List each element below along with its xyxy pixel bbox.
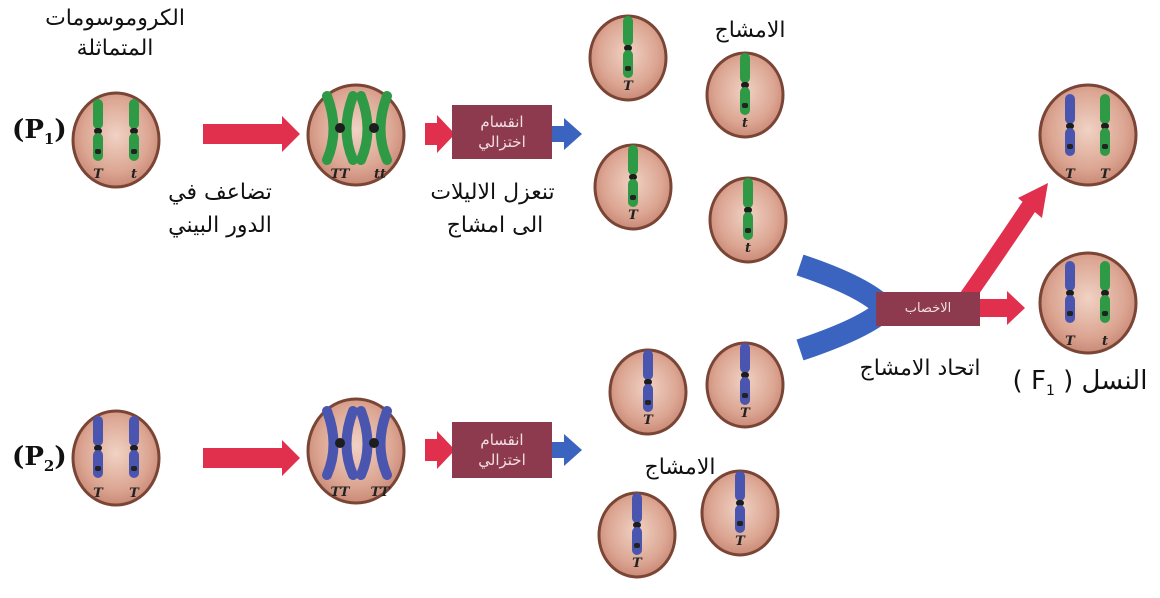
p2-duplicated-chromosome-1 — [322, 406, 358, 480]
p2-chromosome-1 — [93, 416, 103, 478]
meiosis-arrow-bottom-out — [550, 434, 582, 466]
offspring-word: النسل — [1081, 366, 1148, 396]
gamete-merge-arrow-bottom — [796, 303, 889, 361]
p1-sub: 1 — [43, 130, 55, 149]
fertilization-arrow-offspring-2 — [975, 291, 1025, 325]
duplication-arrow-top — [203, 116, 300, 152]
meiosis-box-bottom-line1: انقسام — [480, 431, 524, 449]
meiosis-box-bottom-line2: اختزالي — [478, 451, 526, 469]
fertilization-box-label: الاخصاب — [904, 301, 952, 316]
offspring-1-chromosome-2 — [1100, 94, 1110, 156]
gamete-p2-allele-4: T — [632, 556, 643, 571]
meiosis-box-top-line2: اختزالي — [478, 133, 526, 151]
gamete-p1-allele-4: t — [745, 241, 751, 256]
p1-letter: P — [24, 115, 44, 145]
gamete-p2-cell-3: T — [700, 469, 780, 557]
offspring-2-chromosome-2 — [1100, 261, 1110, 323]
p1-chromosome-1 — [93, 99, 103, 161]
gamete-p1-chromosome-4 — [743, 178, 753, 240]
gamete-p2-allele-3: T — [735, 534, 746, 549]
gamete-p1-chromosome-3 — [628, 145, 638, 207]
p2-allele-2: T — [129, 486, 140, 501]
f1-letter: F — [1030, 366, 1046, 396]
gamete-p2-cell-4: T — [597, 491, 677, 579]
fertilization-arrow-offspring-1 — [958, 200, 1037, 305]
gamete-p1-cell-3: T — [593, 143, 673, 231]
gamete-p2-allele-1: T — [643, 413, 654, 428]
p1-duplicated-cell: TT tt — [306, 83, 406, 187]
duplication-label-line2: الدور البيني — [168, 213, 272, 238]
p1-allele-2: t — [131, 167, 137, 182]
offspring-1-allele-2: T — [1100, 167, 1111, 182]
p1-duplicated-allele-1: TT — [331, 167, 351, 182]
gamete-merge-arrow-top — [796, 254, 890, 314]
gamete-p2-cell-2: T — [705, 341, 785, 429]
gamete-p1-chromosome-1 — [623, 16, 633, 78]
gamete-p2-cell-1: T — [608, 348, 688, 436]
duplication-arrow-bottom — [203, 440, 300, 476]
p2-duplicated-allele-2: TT — [371, 485, 391, 500]
gamete-p1-allele-2: t — [742, 116, 748, 131]
p2-duplicated-allele-1: TT — [331, 485, 351, 500]
homologous-label-line2: المتماثلة — [76, 36, 154, 61]
meiosis-arrow-bottom-in — [425, 431, 455, 469]
duplication-label-line1: تضاعف في — [168, 180, 272, 205]
f1-sub: 1 — [1045, 383, 1055, 400]
offspring-1-allele-1: T — [1065, 167, 1076, 182]
gametes-label-top: الامشاج — [714, 18, 786, 43]
fertilization-box: الاخصاب — [876, 292, 980, 326]
meiosis-box-top-line1: انقسام — [480, 113, 524, 131]
gamete-p1-allele-3: T — [628, 208, 639, 223]
fertilization-arrowhead-offspring-1 — [1018, 183, 1048, 218]
p1-label: (P1) — [12, 115, 67, 149]
gamete-p2-chromosome-2 — [740, 343, 750, 405]
gamete-p2-allele-2: T — [740, 406, 751, 421]
p1-duplicated-allele-2: tt — [374, 167, 386, 182]
homologous-label-line1: الكروموسومات — [45, 6, 185, 31]
p1-allele-1: T — [93, 167, 104, 182]
p1-duplicated-chromosome-1 — [322, 91, 358, 165]
gametes-label-bottom: الامشاج — [644, 455, 716, 480]
union-label: اتحاد الامشاج — [859, 356, 981, 381]
gamete-p2-chromosome-1 — [643, 350, 653, 412]
meiosis-box-top: انقسام اختزالي — [452, 105, 552, 159]
p1-chromosome-2 — [129, 99, 139, 161]
meiosis-box-bottom: انقسام اختزالي — [452, 422, 552, 478]
meiosis-arrow-top-in — [425, 115, 455, 153]
offspring-1-chromosome-1 — [1065, 94, 1075, 156]
gamete-p1-cell-2: t — [705, 51, 785, 139]
gamete-p1-cell-4: t — [708, 176, 788, 264]
gamete-p1-allele-1: T — [623, 79, 634, 94]
p2-duplicated-cell: TT TT — [306, 397, 406, 505]
gamete-p1-cell-1: T — [588, 14, 668, 102]
p1-duplicated-chromosome-2 — [356, 91, 392, 165]
p2-allele-1: T — [93, 486, 104, 501]
p2-sub: 2 — [43, 457, 55, 476]
gamete-p2-chromosome-3 — [735, 471, 745, 533]
p2-duplicated-chromosome-2 — [356, 406, 392, 480]
offspring-2-allele-2: t — [1102, 334, 1108, 349]
offspring-2-chromosome-1 — [1065, 261, 1075, 323]
offspring-label: ( F1 ) النسل — [1012, 366, 1148, 400]
gamete-p1-chromosome-2 — [740, 53, 750, 115]
offspring-2-allele-1: T — [1065, 334, 1076, 349]
gamete-p2-chromosome-4 — [632, 493, 642, 555]
p2-letter: P — [24, 442, 44, 472]
meiosis-arrow-top-out — [550, 118, 582, 150]
p2-chromosome-2 — [129, 416, 139, 478]
segregation-label-line2: الى امشاج — [446, 213, 544, 238]
segregation-label-line1: تنعزل الاليلات — [430, 180, 555, 205]
p2-label: (P2) — [12, 442, 67, 476]
